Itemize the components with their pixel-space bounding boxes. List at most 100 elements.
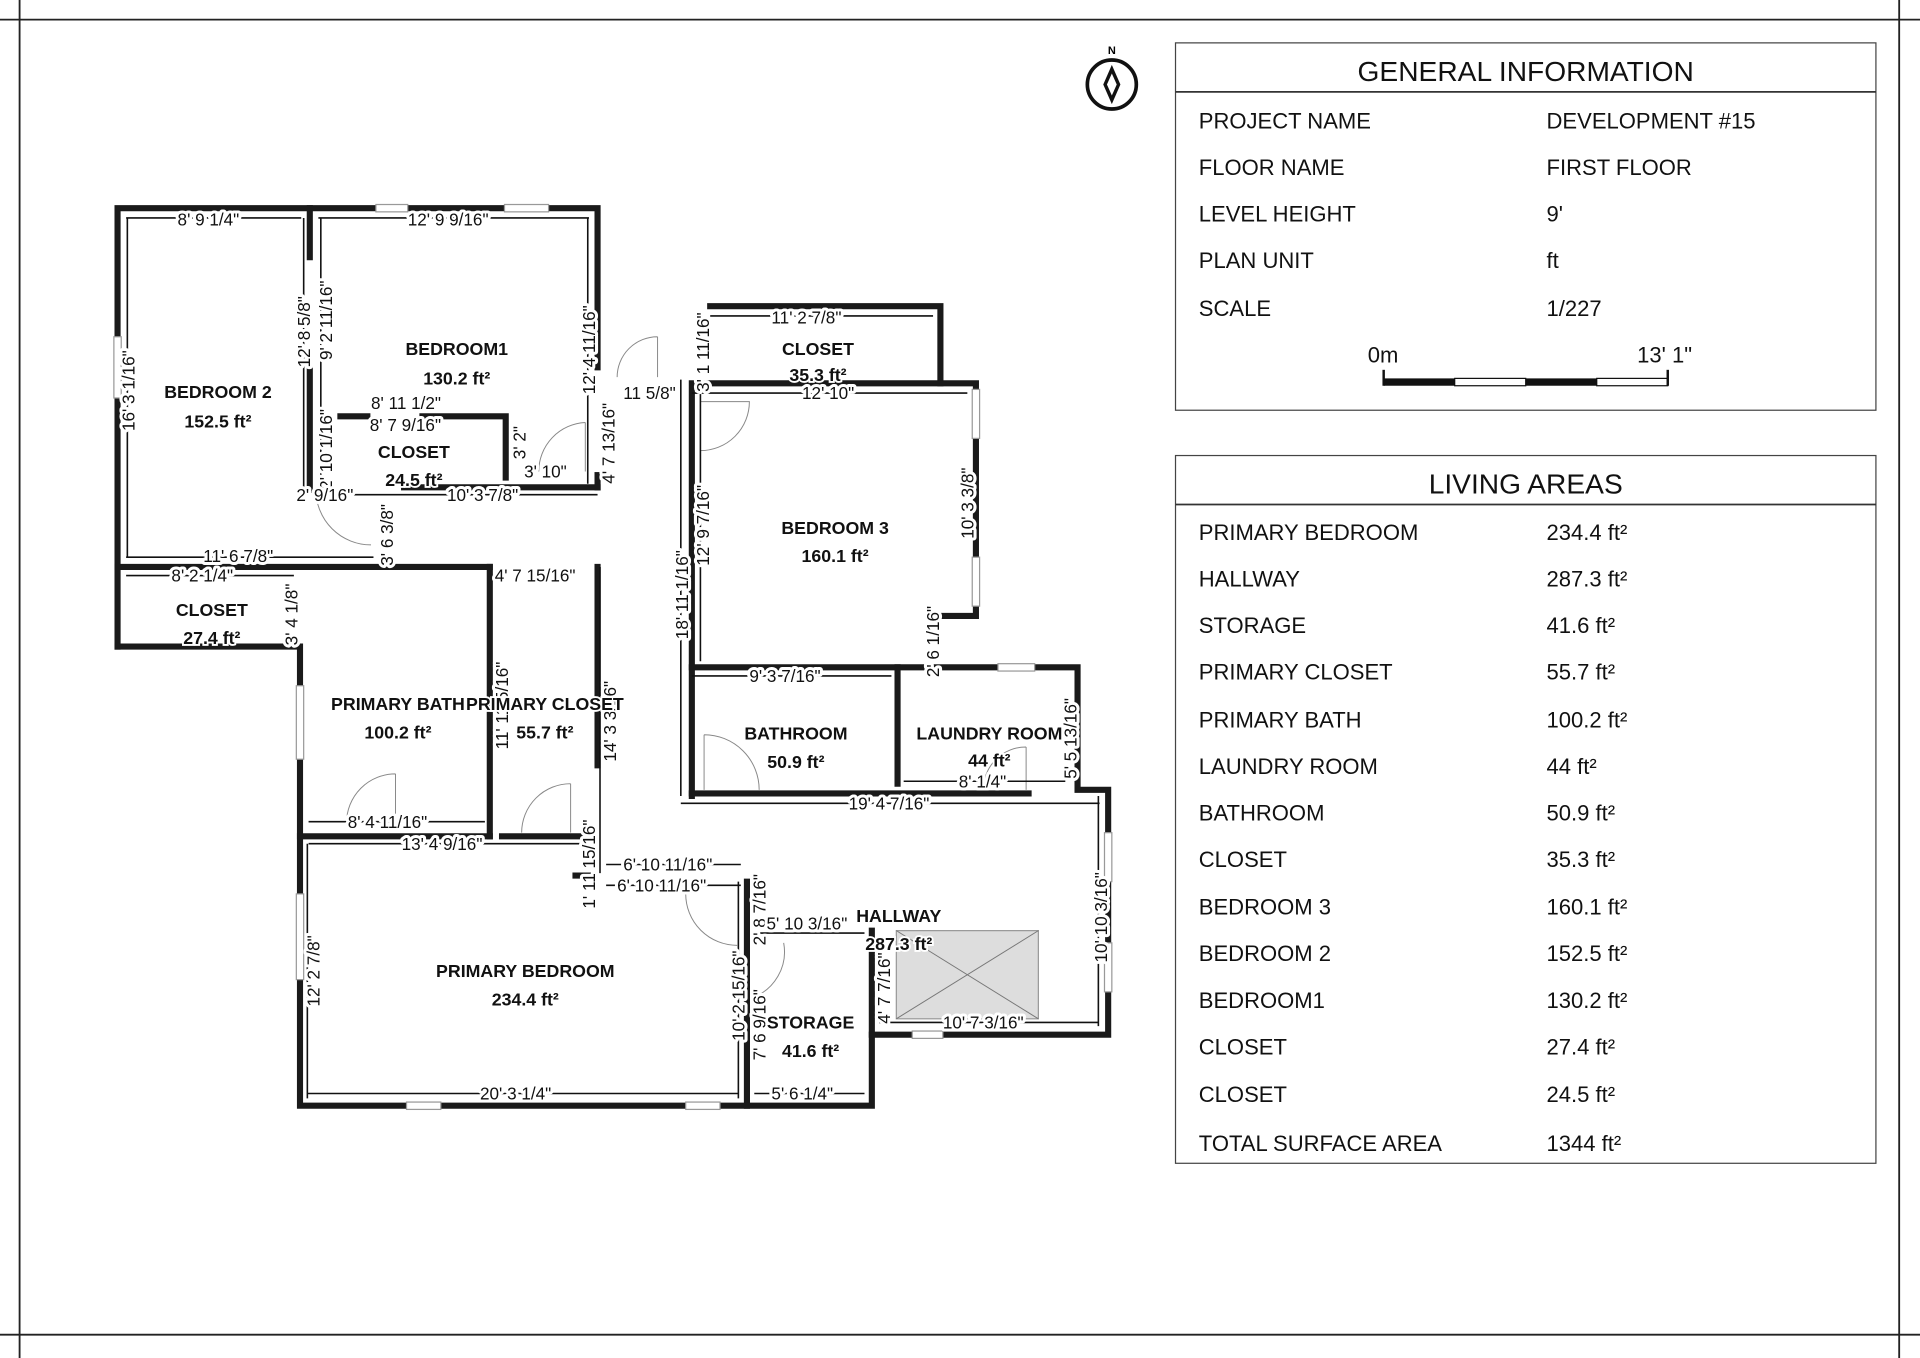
dimension-label: 9' 3 7/16" (749, 666, 820, 686)
area-value: 130.2 ft² (1547, 988, 1628, 1013)
info-row-scale: SCALE 1/227 (1199, 296, 1602, 321)
room-name: PRIMARY BEDROOM (436, 961, 615, 981)
area-label: LAUNDRY ROOM (1199, 754, 1378, 779)
room-bedroom-3: BEDROOM 3 160.1 ft² (780, 516, 891, 568)
area-label: CLOSET (1199, 847, 1287, 872)
room-area: 234.4 ft² (492, 989, 559, 1009)
info-row-project-name: PROJECT NAME DEVELOPMENT #15 (1199, 109, 1756, 134)
dimension-lines (126, 217, 1100, 1099)
info-value: 9' (1547, 202, 1563, 227)
dimension-label: 4' 7 7/16" (874, 952, 894, 1023)
area-value: 55.7 ft² (1547, 660, 1616, 685)
room-closet-24: CLOSET 24.5 ft² (376, 440, 452, 492)
dimension-label: 8' 9 1/4" (178, 209, 240, 229)
info-value: FIRST FLOOR (1547, 155, 1692, 180)
room-closet-27: CLOSET 27.4 ft² (174, 598, 250, 650)
scale-bar-start-label: 0m (1368, 342, 1399, 367)
room-area: 35.3 ft² (789, 365, 846, 385)
room-name: CLOSET (378, 442, 450, 462)
room-name: BATHROOM (744, 724, 847, 744)
area-label: BEDROOM 3 (1199, 895, 1331, 920)
info-label: PROJECT NAME (1199, 109, 1371, 134)
room-bedroom1: BEDROOM1 130.2 ft² (404, 337, 510, 390)
room-storage: STORAGE 41.6 ft² (765, 1011, 856, 1063)
dimension-label: 20' 3 1/4" (480, 1084, 551, 1104)
doors (315, 336, 1027, 999)
area-value: 50.9 ft² (1547, 800, 1616, 825)
area-label: CLOSET (1199, 1034, 1287, 1059)
room-name: CLOSET (782, 339, 854, 359)
dimension-label: 16' 3 1/16" (119, 350, 139, 431)
room-name: HALLWAY (856, 906, 941, 926)
room-primary-closet: PRIMARY CLOSET 55.7 ft² (464, 692, 626, 744)
room-laundry-room: LAUNDRY ROOM 44 ft² (915, 722, 1065, 773)
info-row-plan-unit: PLAN UNIT ft (1199, 248, 1559, 273)
info-value: 1/227 (1547, 296, 1602, 321)
dimension-label: 8' 4 11/16" (348, 812, 428, 832)
area-row: PRIMARY BEDROOM 234.4 ft² (1199, 520, 1628, 545)
dimension-label: 3' 1 11/16" (693, 312, 713, 392)
room-labels: BEDROOM 2 152.5 ft² BEDROOM1 130.2 ft² C… (162, 337, 1065, 1063)
room-name: BEDROOM1 (405, 339, 508, 359)
dimension-label: 1' 11 15/16" (579, 820, 599, 909)
room-name: PRIMARY BATH (331, 694, 465, 714)
dimension-label: 12' 9 7/16" (693, 485, 713, 566)
dimension-labels: 8' 9 1/4" 12' 9 9/16" 16' 3 1/16" 12' 8 … (116, 206, 1114, 1106)
area-label: BEDROOM 2 (1199, 941, 1331, 966)
dimension-label: 12' 2 7/8" (304, 935, 324, 1006)
area-label: STORAGE (1199, 613, 1306, 638)
area-value: 27.4 ft² (1547, 1034, 1616, 1059)
dimension-label: 2' 10 1/16" (316, 409, 336, 490)
room-closet-35: CLOSET 35.3 ft² (780, 337, 856, 386)
dimension-label: 19' 4 7/16" (849, 793, 930, 813)
room-area: 130.2 ft² (423, 369, 490, 389)
area-value: 152.5 ft² (1547, 941, 1628, 966)
room-area: 100.2 ft² (364, 722, 431, 742)
dimension-label: 10' 3 7/8" (447, 485, 518, 505)
area-label: BATHROOM (1199, 800, 1325, 825)
dimension-label: 11' 11 5/16" (492, 662, 512, 750)
room-area: 152.5 ft² (184, 411, 251, 431)
area-row: CLOSET 27.4 ft² (1199, 1034, 1615, 1059)
room-bathroom: BATHROOM 50.9 ft² (742, 722, 849, 774)
room-name: BEDROOM 3 (781, 518, 889, 538)
room-primary-bedroom: PRIMARY BEDROOM 234.4 ft² (434, 959, 616, 1011)
room-area: 287.3 ft² (865, 934, 932, 954)
dimension-label: 12' 10" (802, 383, 854, 403)
info-label: FLOOR NAME (1199, 155, 1345, 180)
info-value: DEVELOPMENT #15 (1547, 109, 1756, 134)
info-row-level-height: LEVEL HEIGHT 9' (1199, 202, 1563, 227)
dimension-label: 12' 4 11/16" (579, 305, 599, 394)
room-bedroom-2: BEDROOM 2 152.5 ft² (162, 380, 273, 433)
dimension-label: 10' 2 15/16" (728, 951, 748, 1041)
area-value: 234.4 ft² (1547, 520, 1628, 545)
dimension-label: 5' 10 3/16" (767, 913, 848, 933)
room-area: 27.4 ft² (183, 628, 240, 648)
area-row: BEDROOM 2 152.5 ft² (1199, 941, 1628, 966)
dimension-label: 8' 11 1/2" (371, 393, 441, 413)
walls (114, 205, 1112, 1109)
room-area: 24.5 ft² (385, 470, 442, 490)
dimension-label: 3' 10" (524, 462, 567, 482)
area-label: PRIMARY BEDROOM (1199, 520, 1419, 545)
scale-bar-end-label: 13' 1" (1637, 342, 1692, 367)
room-area: 160.1 ft² (802, 546, 869, 566)
dimension-label: 14' 3 3/16" (600, 681, 620, 762)
area-value: 24.5 ft² (1547, 1082, 1616, 1107)
dimension-label: 8' 1/4" (959, 771, 1006, 791)
dimension-label: 6' 10 11/16" (623, 855, 712, 875)
dimension-label: 10' 3 3/8" (957, 468, 977, 539)
windows (113, 203, 1113, 1111)
room-name: BEDROOM 2 (164, 382, 272, 402)
dimension-label: 8' 2 1/4" (171, 566, 233, 586)
scale-bar: 0m 13' 1" (1368, 342, 1692, 387)
room-area: 50.9 ft² (767, 752, 824, 772)
